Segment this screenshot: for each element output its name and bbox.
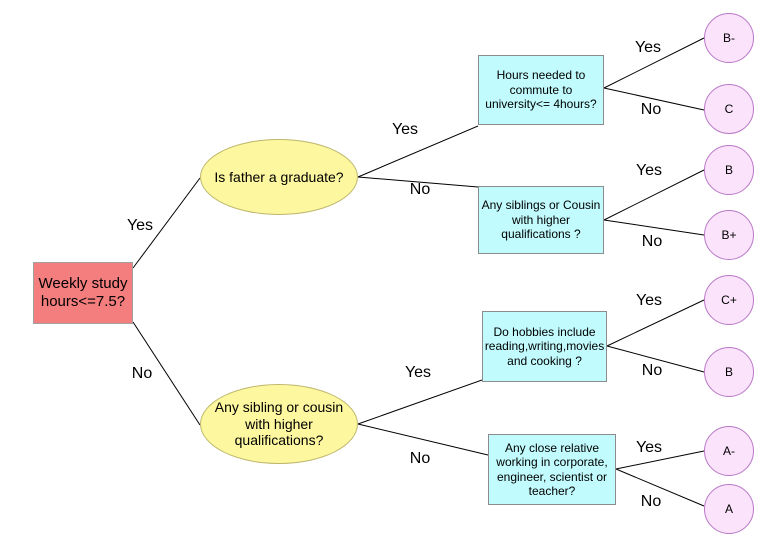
commute-node: Hours needed to commute to university<= … (478, 55, 604, 125)
siblings-no-label: No (641, 233, 663, 250)
hobbies-text: Do hobbies include reading,writing,movie… (484, 324, 605, 368)
leaf-b-plus: B+ (704, 210, 754, 260)
leaf-c-text: C (724, 101, 734, 116)
leaf-b-lower-text: B (724, 364, 733, 379)
father-no-label: No (409, 181, 431, 198)
relative-text: Any close relative working in corporate,… (496, 440, 608, 498)
edge-siblings-no (603, 219, 705, 236)
commute-no-label: No (640, 101, 662, 118)
edge-siblings-yes (603, 169, 705, 221)
commute-text: Hours needed to commute to university<= … (485, 68, 597, 112)
leaf-a-text: A (724, 501, 733, 516)
root-yes-label: Yes (126, 217, 154, 234)
edge-sibling-no (357, 423, 489, 456)
leaf-a-minus-text: A- (723, 443, 735, 458)
edge-father-yes (357, 125, 479, 178)
hobbies-yes-label: Yes (635, 292, 663, 309)
relative-yes-label: Yes (635, 439, 663, 456)
edge-hobbies-no (606, 345, 705, 373)
sibling-yes-label: Yes (404, 364, 432, 381)
leaf-c-plus: C+ (704, 275, 754, 325)
sibling-no-label: No (409, 450, 431, 467)
leaf-b-upper: B (704, 145, 754, 195)
hobbies-node: Do hobbies include reading,writing,movie… (482, 311, 607, 382)
leaf-a-minus: A- (704, 426, 754, 476)
sibling-cousin-text: Any sibling or cousin with higher qualif… (214, 398, 344, 449)
edge-relative-yes (615, 450, 705, 470)
father-yes-label: Yes (391, 121, 419, 138)
edge-root-no (132, 321, 201, 426)
father-graduate-text: Is father a graduate? (214, 168, 344, 185)
root-node-text: Weekly study hours<=7.5? (38, 275, 128, 310)
siblings-qualification-text: Any siblings or Cousin with higher quali… (481, 198, 601, 242)
sibling-cousin-node: Any sibling or cousin with higher qualif… (200, 384, 358, 464)
root-no-label: No (131, 365, 153, 382)
leaf-c: C (704, 84, 754, 134)
edge-sibling-yes (357, 379, 483, 425)
edge-commute-no (603, 87, 705, 111)
edge-root-yes (132, 177, 201, 269)
leaf-b-minus-text: B- (723, 30, 735, 45)
relative-node: Any close relative working in corporate,… (488, 434, 616, 505)
father-graduate-node: Is father a graduate? (200, 139, 358, 215)
siblings-yes-label: Yes (635, 162, 663, 179)
siblings-qualification-node: Any siblings or Cousin with higher quali… (478, 186, 604, 254)
edge-commute-yes (603, 37, 705, 89)
relative-no-label: No (640, 493, 662, 510)
leaf-b-upper-text: B (724, 162, 733, 177)
leaf-b-plus-text: B+ (721, 227, 737, 242)
hobbies-no-label: No (641, 362, 663, 379)
leaf-a: A (704, 484, 754, 534)
commute-yes-label: Yes (634, 39, 662, 56)
leaf-c-plus-text: C+ (721, 292, 737, 307)
edge-relative-no (615, 468, 705, 507)
root-node: Weekly study hours<=7.5? (33, 262, 133, 324)
leaf-b-lower: B (704, 347, 754, 397)
edge-hobbies-yes (606, 299, 705, 347)
edge-father-no (357, 176, 479, 188)
leaf-b-minus: B- (704, 13, 754, 63)
